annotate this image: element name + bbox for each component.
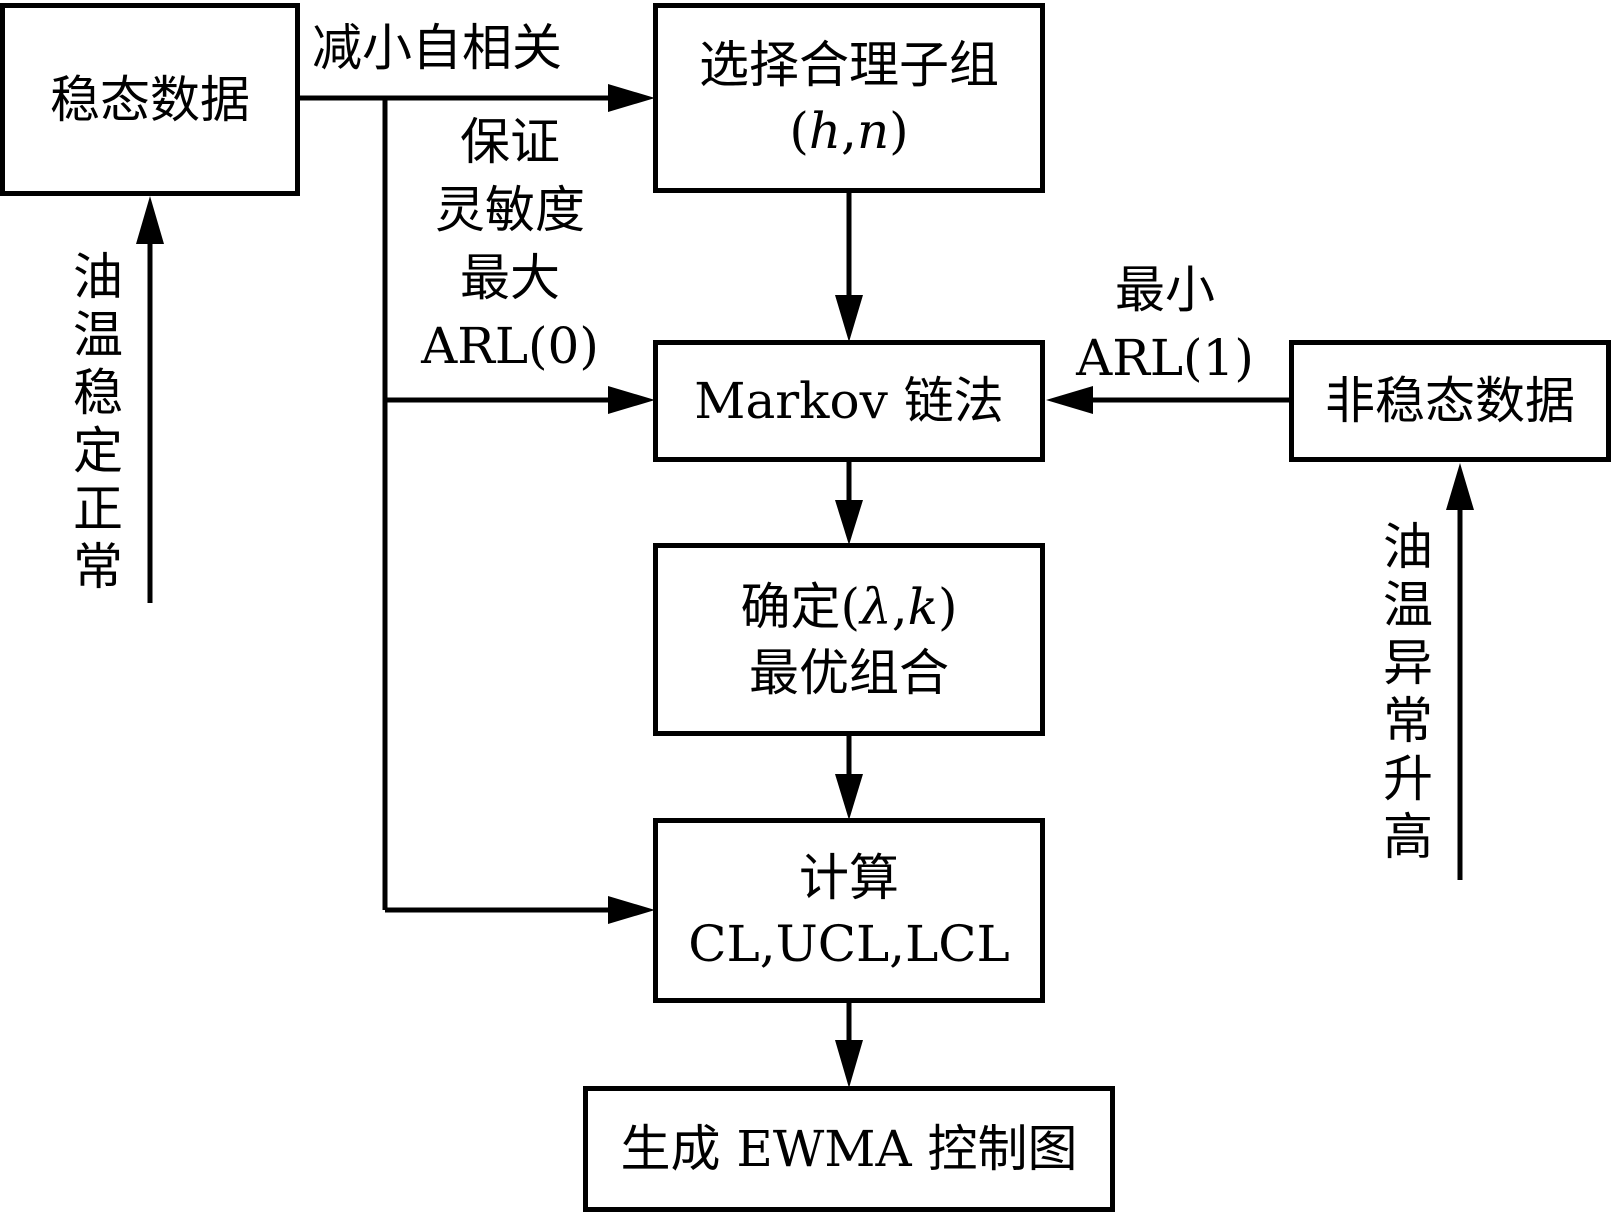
arrowhead-subgroup xyxy=(608,84,655,112)
arrowhead-markov-left xyxy=(608,386,655,414)
label-min-arl1-line: ARL(1) xyxy=(1076,329,1254,387)
node-select-subgroup: 选择合理子组 (h,n) xyxy=(653,3,1045,193)
label-ensure-sensitivity-line: 保证 xyxy=(460,113,560,171)
node-calculate: 计算 CL,UCL,LCL xyxy=(653,818,1045,1003)
node-calculate-line1: 计算 xyxy=(799,848,899,907)
node-determine-line1: 确定(λ,k) xyxy=(740,577,958,636)
arrowhead-markov-top xyxy=(835,295,863,342)
node-calculate-line2: CL,UCL,LCL xyxy=(688,914,1010,973)
label-min-arl1-line: 最小 xyxy=(1115,261,1215,319)
arrowhead-calc-left xyxy=(608,896,655,924)
arrowhead-markov-right xyxy=(1046,386,1093,414)
arrowhead-generate-top xyxy=(835,1040,863,1088)
label-ensure-sensitivity-line: 灵敏度 xyxy=(435,181,585,239)
arrowhead-nonsteady-bottom xyxy=(1446,463,1474,510)
node-markov: Markov 链法 xyxy=(653,340,1045,462)
label-ensure-sensitivity-line: 最大 xyxy=(460,249,560,307)
node-nonsteady-data: 非稳态数据 xyxy=(1289,340,1611,462)
arrowhead-calc-top xyxy=(835,774,863,820)
node-select-subgroup-line1: 选择合理子组 xyxy=(699,36,999,94)
label-oil-temp-abnormal: 油 温 异 常 升 高 xyxy=(1383,518,1433,866)
node-determine-line2: 最优组合 xyxy=(749,643,949,702)
node-determine: 确定(λ,k) 最优组合 xyxy=(653,543,1045,736)
label-oil-temp-normal: 油 温 稳 定 正 常 xyxy=(73,248,123,596)
node-generate: 生成 EWMA 控制图 xyxy=(583,1086,1115,1212)
arrowhead-steady-bottom xyxy=(136,196,164,244)
node-steady-data: 稳态数据 xyxy=(0,3,300,196)
node-generate-label: 生成 EWMA 控制图 xyxy=(620,1120,1078,1178)
node-nonsteady-data-label: 非稳态数据 xyxy=(1325,372,1575,430)
node-markov-label: Markov 链法 xyxy=(694,372,1004,430)
label-reduce-autocorr: 减小自相关 xyxy=(312,19,562,77)
node-steady-data-label: 稳态数据 xyxy=(50,70,250,129)
node-select-subgroup-line2: (h,n) xyxy=(789,102,909,160)
arrowhead-determine-top xyxy=(835,500,863,545)
label-ensure-sensitivity-line: ARL(0) xyxy=(421,317,599,375)
label-ensure-sensitivity: 保证 灵敏度 最大 ARL(0) xyxy=(405,108,615,380)
label-min-arl1: 最小 ARL(1) xyxy=(1065,256,1265,392)
